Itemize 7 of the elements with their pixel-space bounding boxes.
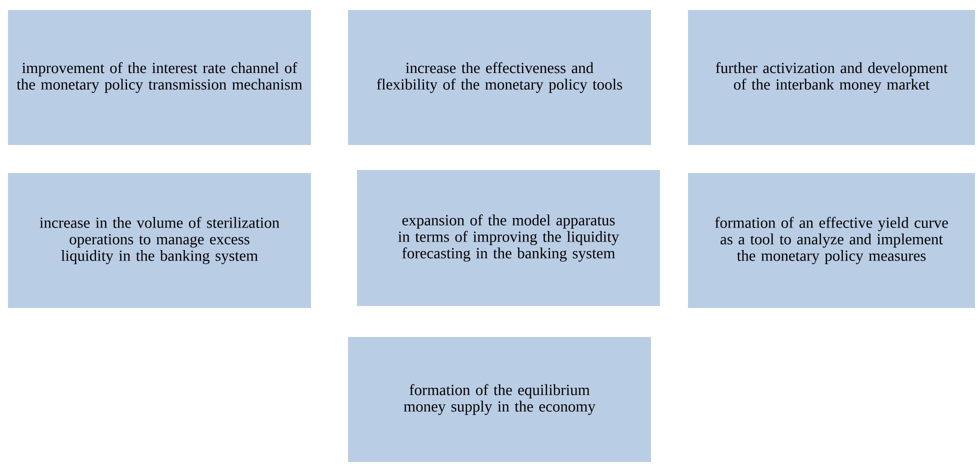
text-box: expansion of the model apparatus in terms of improving the liquidity forecasting in the banking system (357, 170, 660, 306)
text-box: increase the effectiveness and flexibility of the monetary policy tools (348, 10, 651, 145)
text-box: further activization and development of the interbank money market (688, 10, 975, 145)
text-box: increase in the volume of sterilization operations to manage excess liquidity in the banking system (8, 173, 311, 308)
text-box: improvement of the interest rate channel of the monetary policy transmission mechanism (8, 10, 311, 145)
text-box: formation of an effective yield curve as a tool to analyze and implement the monetary policy measures (688, 173, 975, 308)
text-box: formation of the equilibrium money supply in the economy (348, 337, 651, 462)
